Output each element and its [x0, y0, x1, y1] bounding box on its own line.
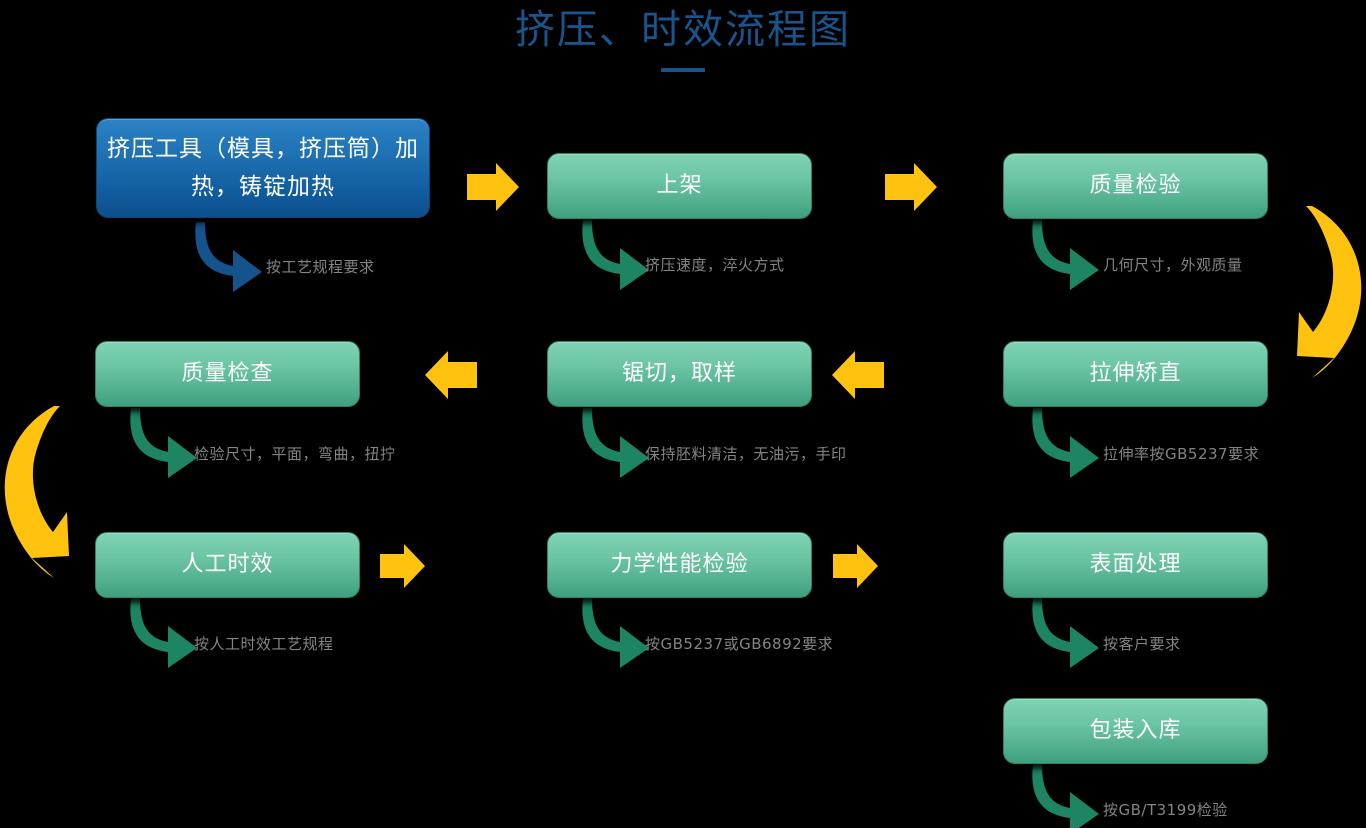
note-artificial-aging: 按人工时效工艺规程: [194, 635, 334, 653]
note-sawing-sampling: 保持胚料清洁，无油污，手印: [645, 445, 847, 463]
connector-left-wrap-icon: [4, 406, 69, 578]
node-packaging-storage[interactable]: 包装入库: [1003, 698, 1268, 764]
note-loading: 挤压速度，淬火方式: [645, 256, 785, 274]
node-label: 力学性能检验: [610, 552, 749, 577]
node-sawing-sampling[interactable]: 锯切，取样: [547, 341, 812, 407]
note-arrow-sawing-sampling-icon: [582, 408, 649, 478]
node-label: 包装入库: [1089, 718, 1182, 743]
connector-row1-1to2-icon: [467, 163, 519, 211]
note-arrow-packaging-storage-icon: [1032, 764, 1099, 828]
node-label: 拉伸矫直: [1089, 361, 1182, 386]
note-arrow-artificial-aging-icon: [130, 598, 197, 668]
node-label: 人工时效: [181, 552, 274, 577]
node-label: 上架: [656, 173, 703, 198]
note-arrow-quality-inspection-icon: [1032, 220, 1099, 290]
note-arrow-extrusion-tool-heating-icon: [195, 222, 262, 292]
note-packaging-storage: 按GB/T3199检验: [1103, 801, 1228, 819]
connector-right-wrap-icon: [1297, 206, 1362, 378]
node-label: 质量检查: [181, 361, 274, 386]
title-underline-rule: [661, 68, 705, 72]
node-mechanical-property-test[interactable]: 力学性能检验: [547, 532, 812, 598]
note-mechanical-property-test: 按GB5237或GB6892要求: [645, 635, 834, 653]
connector-row2-3to2-icon: [832, 351, 884, 399]
connector-row1-2to3-icon: [885, 163, 937, 211]
chart-title-block: 挤压、时效流程图: [0, 0, 1366, 72]
node-stretch-straightening[interactable]: 拉伸矫直: [1003, 341, 1268, 407]
connector-row2-2to1-icon: [425, 351, 477, 399]
note-quality-inspection: 几何尺寸，外观质量: [1103, 256, 1243, 274]
page-title: 挤压、时效流程图: [515, 7, 851, 53]
note-stretch-straightening: 拉伸率按GB5237要求: [1103, 445, 1260, 463]
node-label: 表面处理: [1089, 552, 1182, 577]
node-label: 锯切，取样: [621, 361, 737, 386]
note-arrow-stretch-straightening-icon: [1032, 408, 1099, 478]
node-artificial-aging[interactable]: 人工时效: [95, 532, 360, 598]
node-quality-check[interactable]: 质量检查: [95, 341, 360, 407]
node-label: 质量检验: [1089, 173, 1182, 198]
note-arrow-quality-check-icon: [130, 408, 197, 478]
note-arrow-mechanical-property-test-icon: [582, 598, 649, 668]
note-arrow-surface-treatment-icon: [1032, 598, 1099, 668]
connector-row3-2to3-icon: [833, 544, 878, 588]
note-surface-treatment: 按客户要求: [1103, 635, 1181, 653]
connector-row3-1to2-icon: [380, 544, 425, 588]
node-surface-treatment[interactable]: 表面处理: [1003, 532, 1268, 598]
note-extrusion-tool-heating: 按工艺规程要求: [266, 258, 375, 276]
note-arrow-loading-icon: [582, 220, 649, 290]
node-label: 挤压工具（模具，挤压筒）加热，铸锭加热: [107, 136, 419, 200]
node-extrusion-tool-heating[interactable]: 挤压工具（模具，挤压筒）加热，铸锭加热: [96, 118, 430, 218]
node-quality-inspection[interactable]: 质量检验: [1003, 153, 1268, 219]
node-loading[interactable]: 上架: [547, 153, 812, 219]
note-quality-check: 检验尺寸，平面，弯曲，扭拧: [194, 445, 396, 463]
